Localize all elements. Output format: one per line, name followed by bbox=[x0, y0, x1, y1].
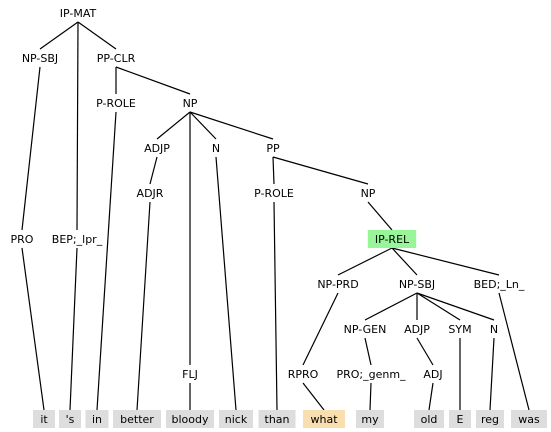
tree-node-np-prd: NP-PRD bbox=[317, 278, 358, 291]
token-word-tok-nick: nick bbox=[225, 413, 248, 426]
tree-edge-adjp-2-adj bbox=[416, 337, 434, 366]
token-word-tok-old: old bbox=[421, 413, 438, 426]
token-word-tok-reg: reg bbox=[481, 413, 499, 426]
token-box-tok-my bbox=[356, 410, 384, 428]
tree-edge-np-gen-pro-genm bbox=[364, 337, 372, 366]
token-box-tok-bloody bbox=[166, 410, 214, 428]
token-box-tok-nick bbox=[219, 410, 253, 428]
token-word-tok-my: my bbox=[361, 413, 379, 426]
tree-edge-np-sbj-2-n-2 bbox=[416, 292, 495, 321]
token-box-tok-was bbox=[511, 410, 547, 428]
tree-node-pp-clr: PP-CLR bbox=[97, 52, 136, 65]
tree-node-np-gen: NP-GEN bbox=[344, 323, 387, 336]
tree-node-adj: ADJ bbox=[423, 368, 442, 381]
token-word-tok-was: was bbox=[518, 413, 540, 426]
tree-edge-bed-tok-was bbox=[498, 292, 530, 411]
tree-node-adjr: ADJR bbox=[137, 187, 164, 200]
token-word-tok-what: what bbox=[310, 413, 338, 426]
tree-edge-np-sbj-2-sym bbox=[416, 292, 461, 321]
tree-node-np-2: NP bbox=[361, 187, 376, 200]
tree-node-pro-genm: PRO;_genm_ bbox=[336, 368, 406, 381]
tree-edge-ip-mat-bep bbox=[76, 21, 79, 231]
tree-edge-np-1-adjp-1 bbox=[156, 111, 191, 140]
tree-edge-bep-tok-s bbox=[69, 247, 78, 411]
tree-node-pp-1: PP bbox=[266, 142, 280, 155]
tree-edge-adj-tok-old bbox=[428, 382, 434, 411]
tree-node-np-1: NP bbox=[183, 97, 198, 110]
tree-node-flj: FLJ bbox=[182, 368, 198, 381]
tree-node-rpro: RPRO bbox=[288, 368, 319, 381]
token-box-tok-it bbox=[33, 410, 55, 428]
tree-edge-adjp-1-adjr bbox=[149, 156, 158, 185]
token-box-tok-s bbox=[59, 410, 81, 428]
tree-edge-pro-genm-tok-my bbox=[369, 382, 372, 411]
tree-node-adjp-2: ADJP bbox=[404, 323, 430, 336]
tree-node-ip-mat: IP-MAT bbox=[60, 7, 97, 20]
tree-edge-ip-mat-np-sbj bbox=[39, 21, 79, 50]
tree-edge-p-role-1-tok-in bbox=[96, 111, 117, 411]
tree-edges bbox=[21, 21, 530, 411]
token-word-tok-e: E bbox=[457, 413, 464, 426]
tree-edge-np-sbj-pro bbox=[21, 66, 41, 231]
tree-edge-np-1-n-1 bbox=[189, 111, 217, 140]
tree-edge-ip-rel-bed bbox=[391, 247, 500, 276]
tree-edge-pp-1-p-role-2 bbox=[272, 156, 275, 185]
token-word-tok-better: better bbox=[120, 413, 154, 426]
tree-edge-np-2-ip-rel bbox=[367, 201, 393, 231]
tree-edge-ip-rel-np-prd bbox=[337, 247, 393, 276]
token-box-tok-what bbox=[303, 410, 345, 428]
tree-node-bed: BED;_Ln_ bbox=[474, 278, 525, 291]
token-box-tok-e bbox=[449, 410, 471, 428]
tree-edge-np-sbj-2-np-gen bbox=[364, 292, 418, 321]
tree-node-pro: PRO bbox=[11, 233, 34, 246]
tree-edge-p-role-2-tok-than bbox=[273, 201, 278, 411]
tree-node-np-sbj-2: NP-SBJ bbox=[399, 278, 435, 291]
tree-node-ip-rel: IP-REL bbox=[375, 233, 410, 246]
tree-edge-ip-mat-pp-clr bbox=[77, 21, 117, 50]
tree-node-np-sbj: NP-SBJ bbox=[22, 52, 58, 65]
tree-edge-rpro-tok-what bbox=[302, 382, 325, 411]
token-box-tok-better bbox=[113, 410, 161, 428]
token-word-tok-in: in bbox=[92, 413, 102, 426]
tree-node-bep: BEP;_lpr_ bbox=[52, 233, 103, 246]
node-highlight-ip-rel bbox=[367, 230, 417, 248]
tree-edge-np-prd-rpro bbox=[302, 292, 339, 366]
token-box-tok-than bbox=[258, 410, 296, 428]
tree-edge-pp-clr-np-1 bbox=[115, 66, 191, 95]
token-box-tok-in bbox=[85, 410, 109, 428]
token-word-tok-bloody: bloody bbox=[172, 413, 209, 426]
tree-edge-np-1-pp-1 bbox=[189, 111, 274, 140]
tree-edge-n-2-tok-reg bbox=[489, 337, 495, 411]
tree-edge-ip-rel-np-sbj-2 bbox=[391, 247, 418, 276]
tree-edge-n-1-tok-nick bbox=[215, 156, 237, 411]
tree-edge-adjr-tok-better bbox=[136, 201, 151, 411]
token-box-tok-reg bbox=[476, 410, 504, 428]
token-word-tok-s: 's bbox=[66, 413, 75, 426]
token-box-tok-old bbox=[414, 410, 444, 428]
token-word-tok-it: it bbox=[40, 413, 48, 426]
tree-edge-pp-1-np-2 bbox=[272, 156, 369, 185]
tree-nodes: IP-MAT NP-SBJ PP-CLR P-ROLE NP ADJP N PP ADJR P-R… bbox=[11, 7, 525, 381]
tree-node-p-role-1: P-ROLE bbox=[96, 97, 136, 110]
tree-edge-pro-tok-it bbox=[21, 247, 45, 411]
tree-node-p-role-2: P-ROLE bbox=[254, 187, 294, 200]
tree-node-n-2: N bbox=[490, 323, 498, 336]
tree-node-n-1: N bbox=[212, 142, 220, 155]
token-word-tok-than: than bbox=[265, 413, 290, 426]
tree-node-adjp-1: ADJP bbox=[144, 142, 170, 155]
tree-node-sym: SYM bbox=[448, 323, 471, 336]
